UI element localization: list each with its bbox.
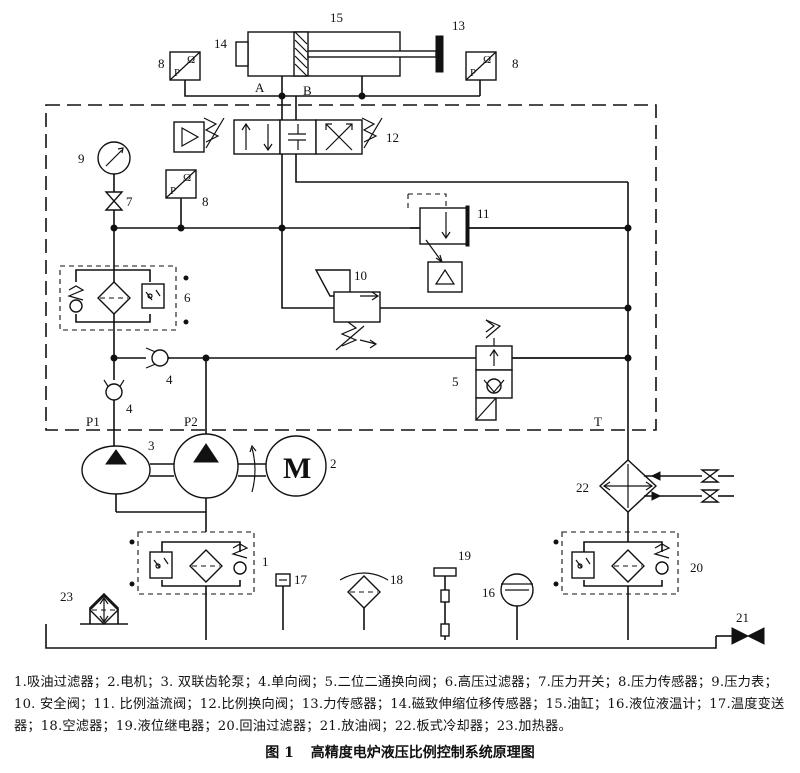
label-p2: P2 (184, 414, 198, 429)
check-valve-4-vertical (103, 358, 125, 450)
suction-filter-1 (129, 531, 255, 640)
valve-block-boundary (45, 104, 657, 431)
figure-caption: 图 1 高精度电炉液压比例控制系统原理图 (0, 742, 800, 762)
component-legend: 1.吸油过滤器；2.电机；3. 双联齿轮泵；4.单向阀；5.二位二通换向阀；6.… (14, 672, 790, 738)
label-14: 14 (214, 36, 228, 51)
sensor-omega-symbol: Ω (187, 54, 195, 66)
motor-2: M (265, 435, 327, 497)
label-2: 2 (330, 456, 337, 471)
figure-number: 图 1 (265, 745, 294, 761)
hydraulic-schematic: 15 13 14 A B P Ω 8 P Ω 8 (45, 10, 765, 649)
label-13: 13 (452, 18, 465, 33)
cylinder-15 (235, 31, 444, 97)
label-11: 11 (477, 206, 490, 221)
legend-line-3: 器；18.空滤器；19.液位继电器；20.回油过滤器；21.放油阀；22.板式冷… (14, 719, 572, 734)
level-temperature-gauge-16 (500, 573, 534, 640)
double-gear-pump-3 (81, 433, 266, 532)
label-port-b: B (303, 83, 312, 98)
label-t: T (594, 414, 602, 429)
safety-valve-10 (281, 228, 628, 351)
motor-m-symbol: M (283, 452, 311, 485)
label-18: 18 (390, 572, 403, 587)
label-21: 21 (736, 610, 749, 625)
label-4-vertical: 4 (126, 401, 133, 416)
label-23: 23 (60, 589, 73, 604)
legend-line-2: 10. 安全阀；11. 比例溢流阀；12.比例换向阀；13.力传感器；14.磁致… (14, 697, 785, 712)
drain-valve-21 (716, 627, 765, 645)
air-filter-18 (339, 572, 389, 630)
label-20: 20 (690, 560, 703, 575)
sensor-omega-symbol: Ω (483, 54, 491, 66)
sensor-p-symbol: P (470, 67, 476, 79)
return-filter-20 (553, 531, 679, 640)
high-pressure-filter-6 (59, 228, 189, 358)
pressure-sensor-8-right: P Ω (465, 51, 497, 96)
label-5: 5 (452, 374, 459, 389)
sensor-omega-symbol: Ω (183, 172, 191, 184)
pressure-switch-7 (104, 191, 124, 228)
label-1: 1 (262, 554, 269, 569)
label-8-left: 8 (158, 56, 165, 71)
level-relay-19 (433, 567, 457, 640)
pressure-sensor-8-mid: P Ω (165, 169, 197, 228)
label-p1: P1 (86, 414, 100, 429)
temperature-transmitter-17 (275, 573, 291, 630)
pressure-sensor-8-left: P Ω (169, 51, 480, 97)
label-17: 17 (294, 572, 308, 587)
label-8-mid: 8 (202, 194, 209, 209)
sensor-p-symbol: P (174, 67, 180, 79)
label-7: 7 (126, 194, 133, 209)
label-port-a: A (255, 80, 265, 95)
label-16: 16 (482, 585, 496, 600)
label-19: 19 (458, 548, 471, 563)
oil-tank (45, 624, 717, 649)
two-way-valve-5 (475, 319, 628, 421)
legend-line-1: 1.吸油过滤器；2.电机；3. 双联齿轮泵；4.单向阀；5.二位二通换向阀；6.… (14, 675, 778, 690)
sensor-p-symbol: P (170, 185, 176, 197)
plate-cooler-22 (598, 459, 734, 542)
label-6: 6 (184, 290, 191, 305)
figure-title: 高精度电炉液压比例控制系统原理图 (310, 745, 535, 761)
label-4-horizontal: 4 (166, 372, 173, 387)
pressure-gauge-9 (97, 141, 131, 192)
proportional-directional-valve-12 (173, 117, 383, 155)
proportional-relief-valve-11 (407, 193, 628, 293)
label-3: 3 (148, 438, 155, 453)
heater-23 (80, 592, 128, 625)
label-9: 9 (78, 151, 85, 166)
label-22: 22 (576, 480, 589, 495)
label-10: 10 (354, 268, 367, 283)
label-12: 12 (386, 130, 399, 145)
label-8-right: 8 (512, 56, 519, 71)
label-15: 15 (330, 10, 343, 25)
